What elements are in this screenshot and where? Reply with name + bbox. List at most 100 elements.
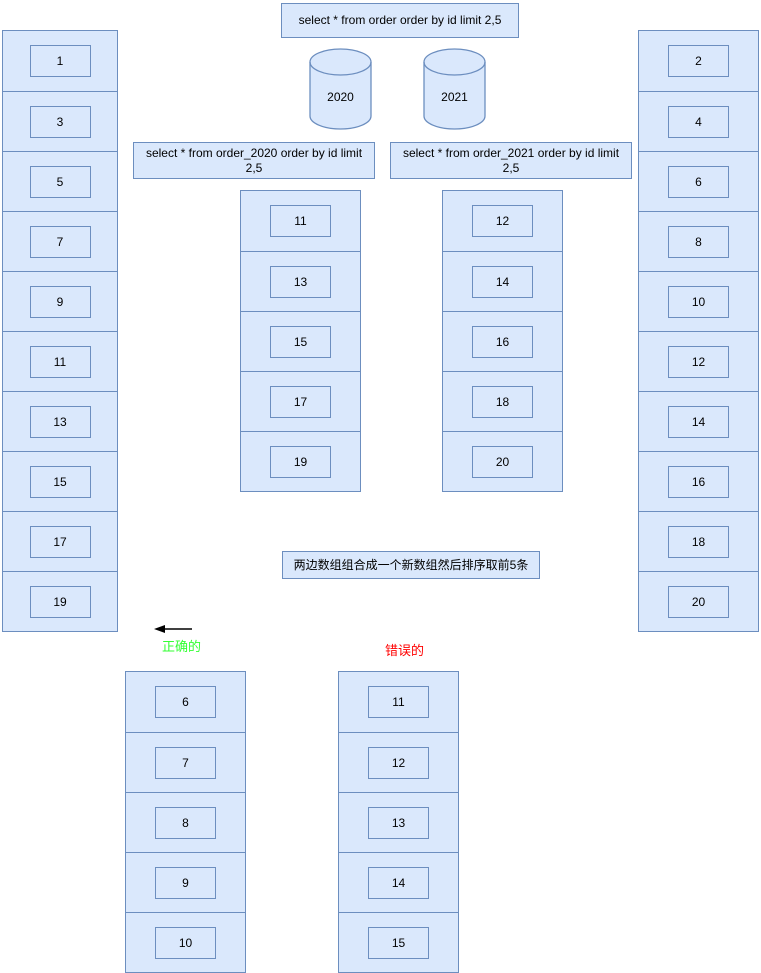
- table-row: 15: [241, 311, 360, 371]
- record-id-box: 15: [368, 926, 429, 959]
- table-row: 4: [639, 91, 758, 151]
- record-id-box: 6: [155, 686, 216, 718]
- table-row: 3: [3, 91, 117, 151]
- record-id-box: 14: [472, 265, 533, 298]
- record-id-box: 3: [29, 105, 91, 138]
- table-row: 14: [639, 391, 758, 451]
- table-row: 6: [126, 672, 245, 732]
- table-row: 20: [639, 571, 758, 631]
- full-table-right-even-list: 2 4 6 8 10 12 14 16 18 20: [638, 30, 759, 632]
- record-id-box: 12: [368, 746, 429, 779]
- table-row: 17: [241, 371, 360, 431]
- shard-query-2020-text: select * from order_2020 order by id lim…: [145, 145, 363, 175]
- table-row: 18: [639, 511, 758, 571]
- table-row: 8: [126, 792, 245, 852]
- global-query-text: select * from order order by id limit 2,…: [298, 13, 502, 27]
- table-row: 17: [3, 511, 117, 571]
- shard-result-2020-list: 11 13 15 17 19: [240, 190, 361, 492]
- record-id-box: 19: [29, 585, 91, 618]
- table-row: 7: [126, 732, 245, 792]
- record-id-box: 6: [668, 165, 729, 198]
- record-id-box: 13: [29, 405, 91, 438]
- record-id-box: 15: [270, 325, 331, 358]
- record-id-box: 10: [155, 926, 216, 959]
- table-row: 13: [241, 251, 360, 311]
- database-cylinder-icon: [423, 48, 486, 130]
- record-id-box: 8: [155, 806, 216, 839]
- table-row: 12: [443, 191, 562, 251]
- shard-query-2021-text: select * from order_2021 order by id lim…: [402, 145, 620, 175]
- record-id-box: 1: [29, 45, 91, 77]
- record-id-box: 5: [29, 165, 91, 198]
- table-row: 15: [339, 912, 458, 972]
- wrong-result-list: 11 12 13 14 15: [338, 671, 459, 973]
- database-2020-label: 2020: [327, 90, 354, 104]
- table-row: 11: [241, 191, 360, 251]
- record-id-box: 18: [668, 525, 729, 558]
- table-row: 13: [339, 792, 458, 852]
- table-row: 16: [639, 451, 758, 511]
- shard-query-2021-box: select * from order_2021 order by id lim…: [390, 142, 632, 179]
- record-id-box: 11: [270, 205, 331, 237]
- record-id-box: 7: [29, 225, 91, 258]
- table-row: 19: [3, 571, 117, 631]
- table-row: 7: [3, 211, 117, 271]
- table-row: 14: [443, 251, 562, 311]
- record-id-box: 16: [472, 325, 533, 358]
- table-row: 19: [241, 431, 360, 491]
- record-id-box: 7: [155, 746, 216, 779]
- record-id-box: 13: [368, 806, 429, 839]
- record-id-box: 13: [270, 265, 331, 298]
- record-id-box: 20: [472, 445, 533, 478]
- record-id-box: 12: [472, 205, 533, 237]
- table-row: 8: [639, 211, 758, 271]
- wrong-label: 错误的: [385, 643, 425, 658]
- record-id-box: 14: [368, 866, 429, 899]
- record-id-box: 15: [29, 465, 91, 498]
- table-row: 12: [339, 732, 458, 792]
- table-row: 16: [443, 311, 562, 371]
- correct-result-list: 6 7 8 9 10: [125, 671, 246, 973]
- table-row: 12: [639, 331, 758, 391]
- record-id-box: 10: [668, 285, 729, 318]
- global-query-box: select * from order order by id limit 2,…: [281, 3, 519, 38]
- database-cylinder-2020: 2020: [309, 48, 372, 130]
- record-id-box: 17: [270, 385, 331, 418]
- record-id-box: 18: [472, 385, 533, 418]
- merge-note-text: 两边数组组合成一个新数组然后排序取前5条: [293, 557, 529, 572]
- table-row: 15: [3, 451, 117, 511]
- record-id-box: 16: [668, 465, 729, 498]
- database-2021-label: 2021: [441, 90, 468, 104]
- merge-note-box: 两边数组组合成一个新数组然后排序取前5条: [282, 551, 540, 579]
- correct-label: 正确的: [162, 639, 202, 654]
- shard-query-2020-box: select * from order_2020 order by id lim…: [133, 142, 375, 179]
- record-id-box: 19: [270, 445, 331, 478]
- table-row: 13: [3, 391, 117, 451]
- record-id-box: 8: [668, 225, 729, 258]
- table-row: 5: [3, 151, 117, 211]
- table-row: 14: [339, 852, 458, 912]
- record-id-box: 14: [668, 405, 729, 438]
- record-id-box: 2: [668, 45, 729, 77]
- record-id-box: 9: [155, 866, 216, 899]
- database-cylinder-2021: 2021: [423, 48, 486, 130]
- table-row: 10: [126, 912, 245, 972]
- record-id-box: 9: [29, 285, 91, 318]
- record-id-box: 17: [29, 525, 91, 558]
- table-row: 9: [126, 852, 245, 912]
- table-row: 6: [639, 151, 758, 211]
- record-id-box: 12: [668, 345, 729, 378]
- table-row: 11: [3, 331, 117, 391]
- database-cylinder-icon: [309, 48, 372, 130]
- left-arrow-icon: [152, 622, 194, 639]
- record-id-box: 11: [29, 345, 91, 378]
- table-row: 20: [443, 431, 562, 491]
- record-id-box: 11: [368, 686, 429, 718]
- table-row: 2: [639, 31, 758, 91]
- record-id-box: 20: [668, 585, 729, 618]
- table-row: 9: [3, 271, 117, 331]
- shard-result-2021-list: 12 14 16 18 20: [442, 190, 563, 492]
- table-row: 1: [3, 31, 117, 91]
